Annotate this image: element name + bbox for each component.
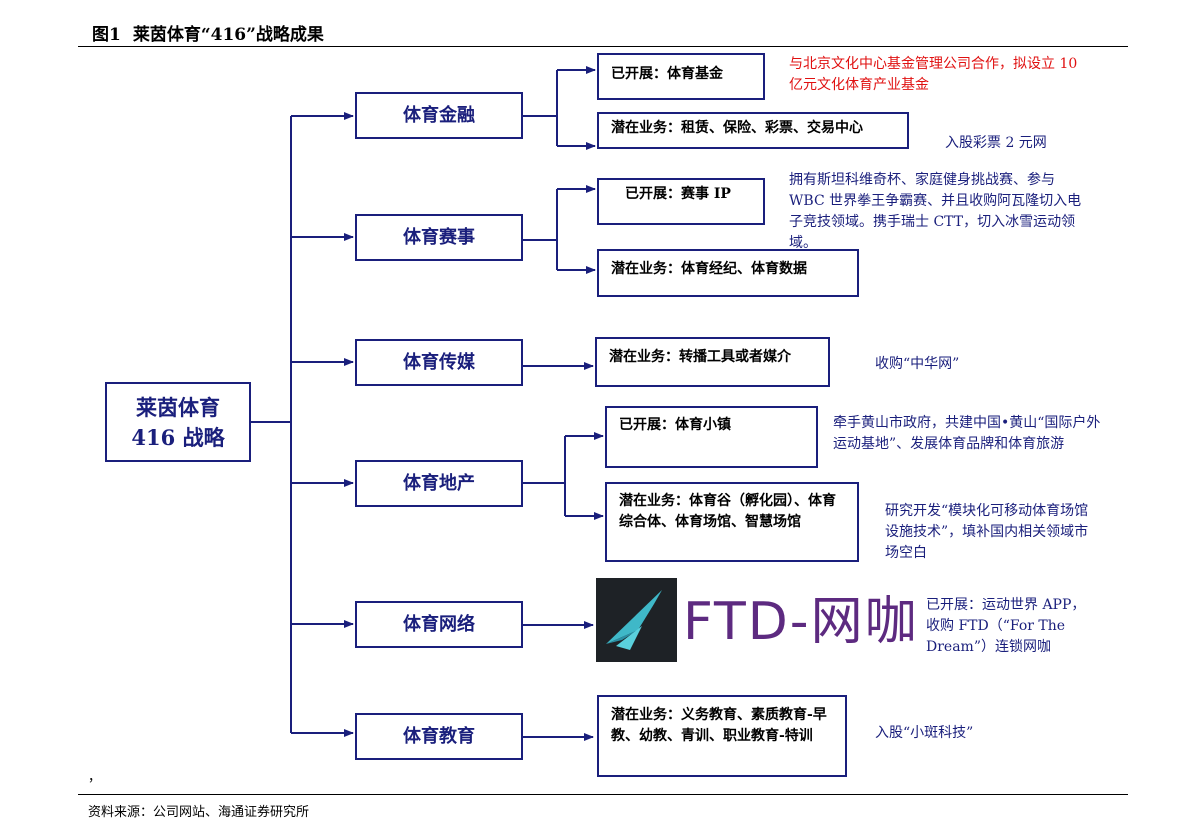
stray-mark: ， [88, 770, 102, 785]
category-events: 体育赛事 [355, 214, 523, 261]
sub-education-potential: 潜在业务：义务教育、素质教育-早教、幼教、青训、职业教育-特训 [597, 695, 847, 777]
figure-number: 图1 [92, 25, 121, 45]
ftd-wing-icon [606, 590, 662, 650]
category-finance: 体育金融 [355, 92, 523, 139]
note-realestate-valley: 研究开发“模块化可移动体育场馆设施技术”，填补国内相关领域市场空白 [885, 503, 1089, 561]
category-media: 体育传媒 [355, 339, 523, 386]
root-line-2: 416 战略 [131, 425, 225, 450]
note-finance-lottery: 入股彩票 2 元网 [945, 135, 1047, 151]
sub-media-potential: 潜在业务：转播工具或者媒介 [595, 337, 830, 387]
note-network: 已开展：运动世界 APP，收购 FTD（“For The Dream”）连锁网咖 [926, 597, 1086, 655]
bottom-rule [78, 794, 1128, 795]
note-realestate-town: 牵手黄山市政府，共建中国•黄山“国际户外运动基地”、发展体育品牌和体育旅游 [833, 415, 1101, 452]
note-events-ip: 拥有斯坦科维奇杯、家庭健身挑战赛、参与 WBC 世界拳王争霸赛、并且收购阿瓦隆切… [789, 172, 1082, 251]
sub-realestate-done: 已开展：体育小镇 [605, 406, 818, 468]
sub-realestate-potential: 潜在业务：体育谷（孵化园）、体育综合体、体育场馆、智慧场馆 [605, 482, 859, 562]
sub-events-done: 已开展：赛事 IP [597, 178, 765, 225]
note-media: 收购“中华网” [875, 356, 960, 372]
figure-title-text: 莱茵体育“416”战略成果 [132, 25, 324, 45]
category-education: 体育教育 [355, 713, 523, 760]
figure-title: 图1 莱茵体育“416”战略成果 [92, 20, 324, 45]
sub-finance-done: 已开展：体育基金 [597, 53, 765, 100]
category-realestate: 体育地产 [355, 460, 523, 507]
top-rule [78, 46, 1128, 47]
note-education: 入股“小斑科技” [875, 725, 974, 741]
note-finance-fund: 与北京文化中心基金管理公司合作，拟设立 10 亿元文化体育产业基金 [789, 56, 1078, 93]
category-network: 体育网络 [355, 601, 523, 648]
sub-finance-potential: 潜在业务：租赁、保险、彩票、交易中心 [597, 112, 909, 149]
ftd-logo-mark [596, 578, 677, 662]
ftd-logo-text: FTD-网咖 [683, 592, 919, 652]
sub-events-potential: 潜在业务：体育经纪、体育数据 [597, 249, 859, 297]
root-node: 莱茵体育 416 战略 [105, 382, 251, 462]
root-line-1: 莱茵体育 [136, 395, 220, 420]
source-note: 资料来源：公司网站、海通证券研究所 [88, 805, 310, 820]
